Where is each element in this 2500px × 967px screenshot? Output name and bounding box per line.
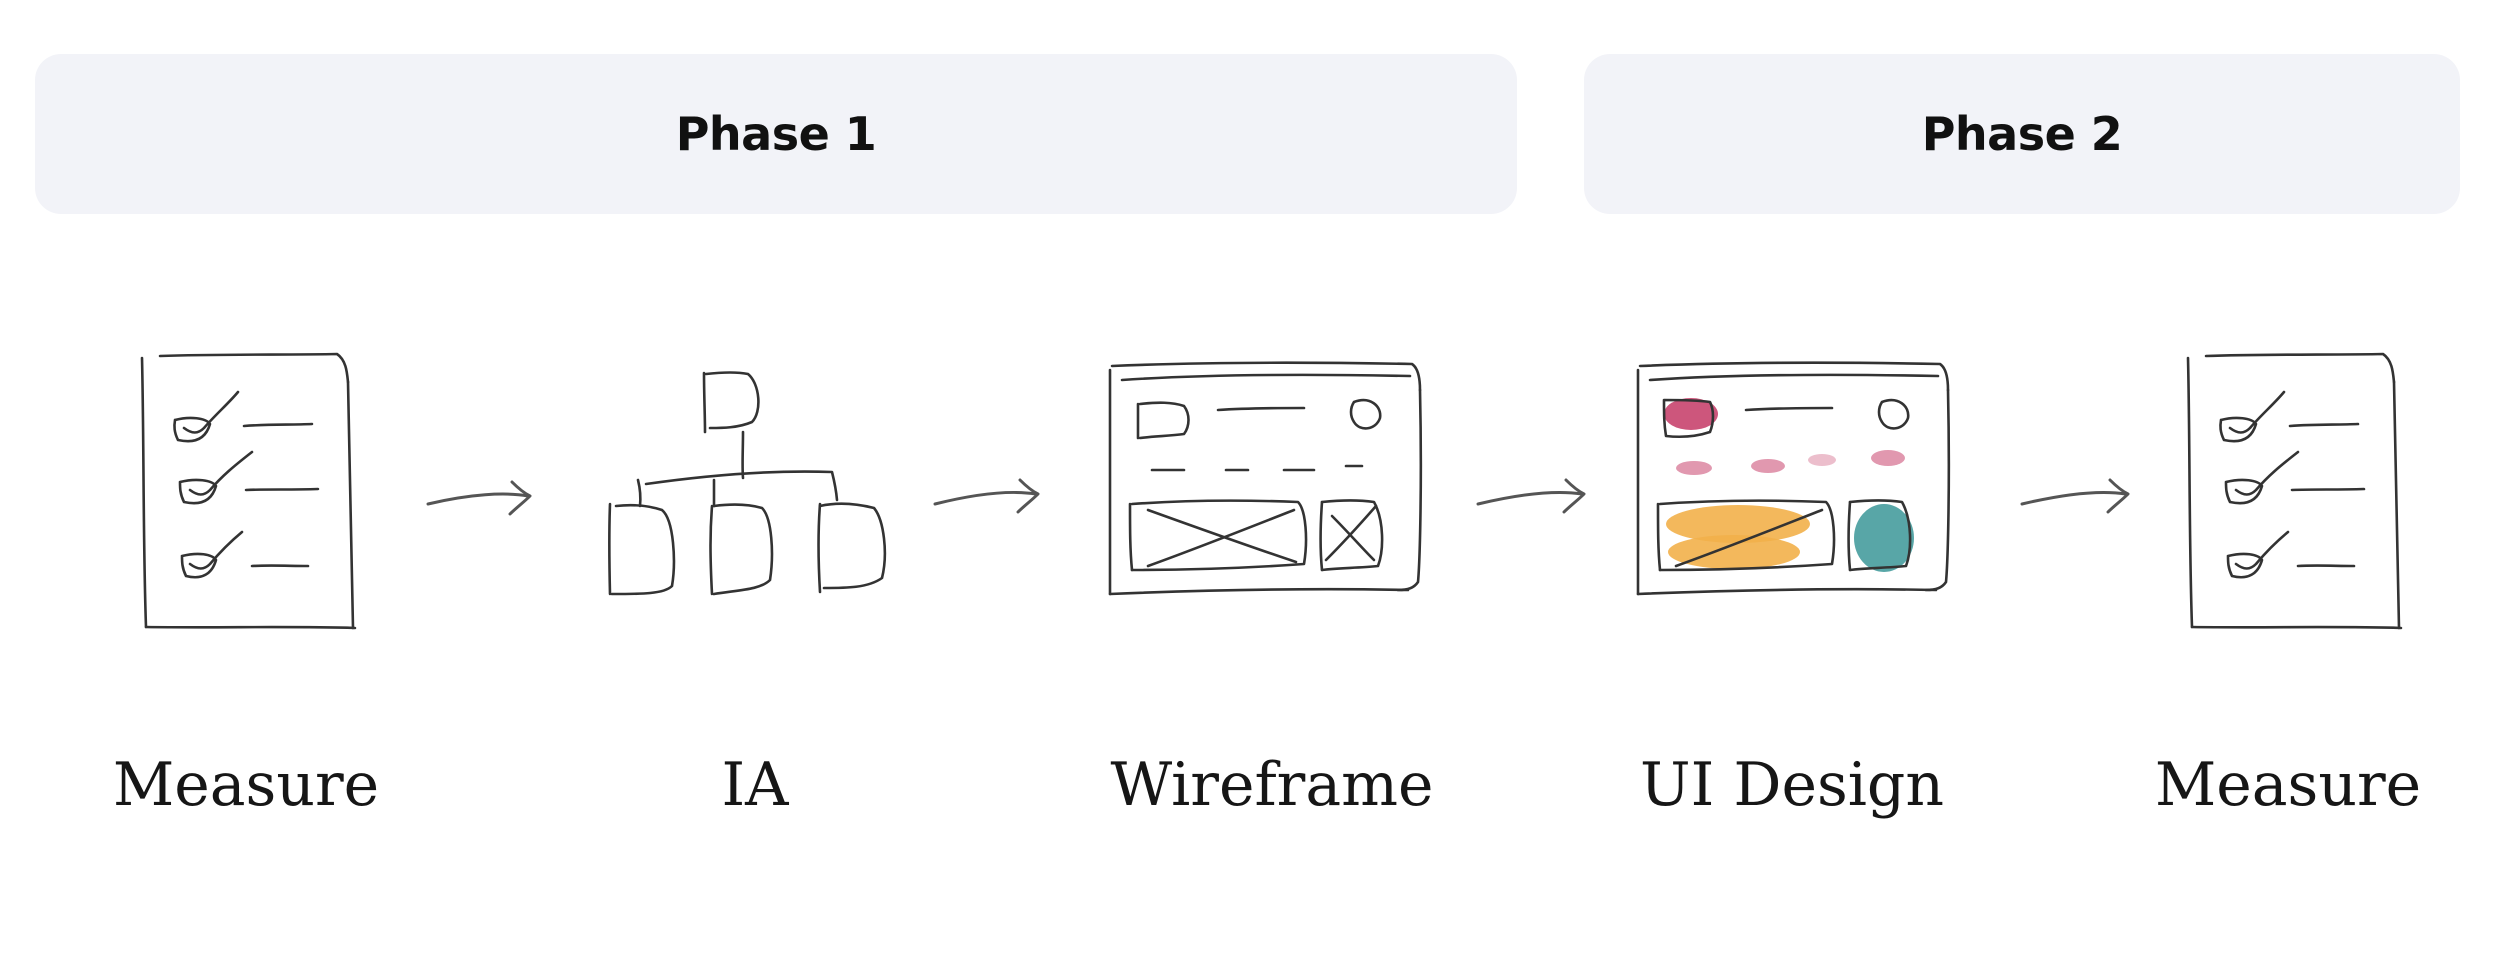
arrow-1-icon: [426, 480, 532, 516]
ui-design-icon: [1636, 361, 1951, 596]
arrow-2-icon: [933, 478, 1040, 514]
teal-swatch-icon: [1854, 504, 1914, 572]
phase-2-header: Phase 2: [1584, 54, 2460, 214]
arrow-4-icon: [2020, 478, 2130, 514]
step-label-ia: IA: [721, 750, 789, 820]
phase-1-label: Phase 1: [675, 107, 877, 161]
checklist-icon: [140, 352, 357, 630]
step-label-wireframe: Wireframe: [1110, 750, 1434, 820]
step-label-measure: Measure: [112, 750, 380, 820]
pink-swatch-icon: [1664, 398, 1718, 430]
phase-2-label: Phase 2: [1921, 107, 2123, 161]
step-label-measure-final: Measure: [2154, 750, 2422, 820]
arrow-3-icon: [1476, 478, 1586, 514]
phase-1-header: Phase 1: [35, 54, 1517, 214]
step-label-ui-design: UI Design: [1640, 750, 1944, 820]
wireframe-icon: [1108, 361, 1423, 596]
orange-swatch-icon: [1666, 505, 1810, 543]
sitemap-icon: [607, 371, 887, 596]
checklist-icon: [2186, 352, 2403, 630]
